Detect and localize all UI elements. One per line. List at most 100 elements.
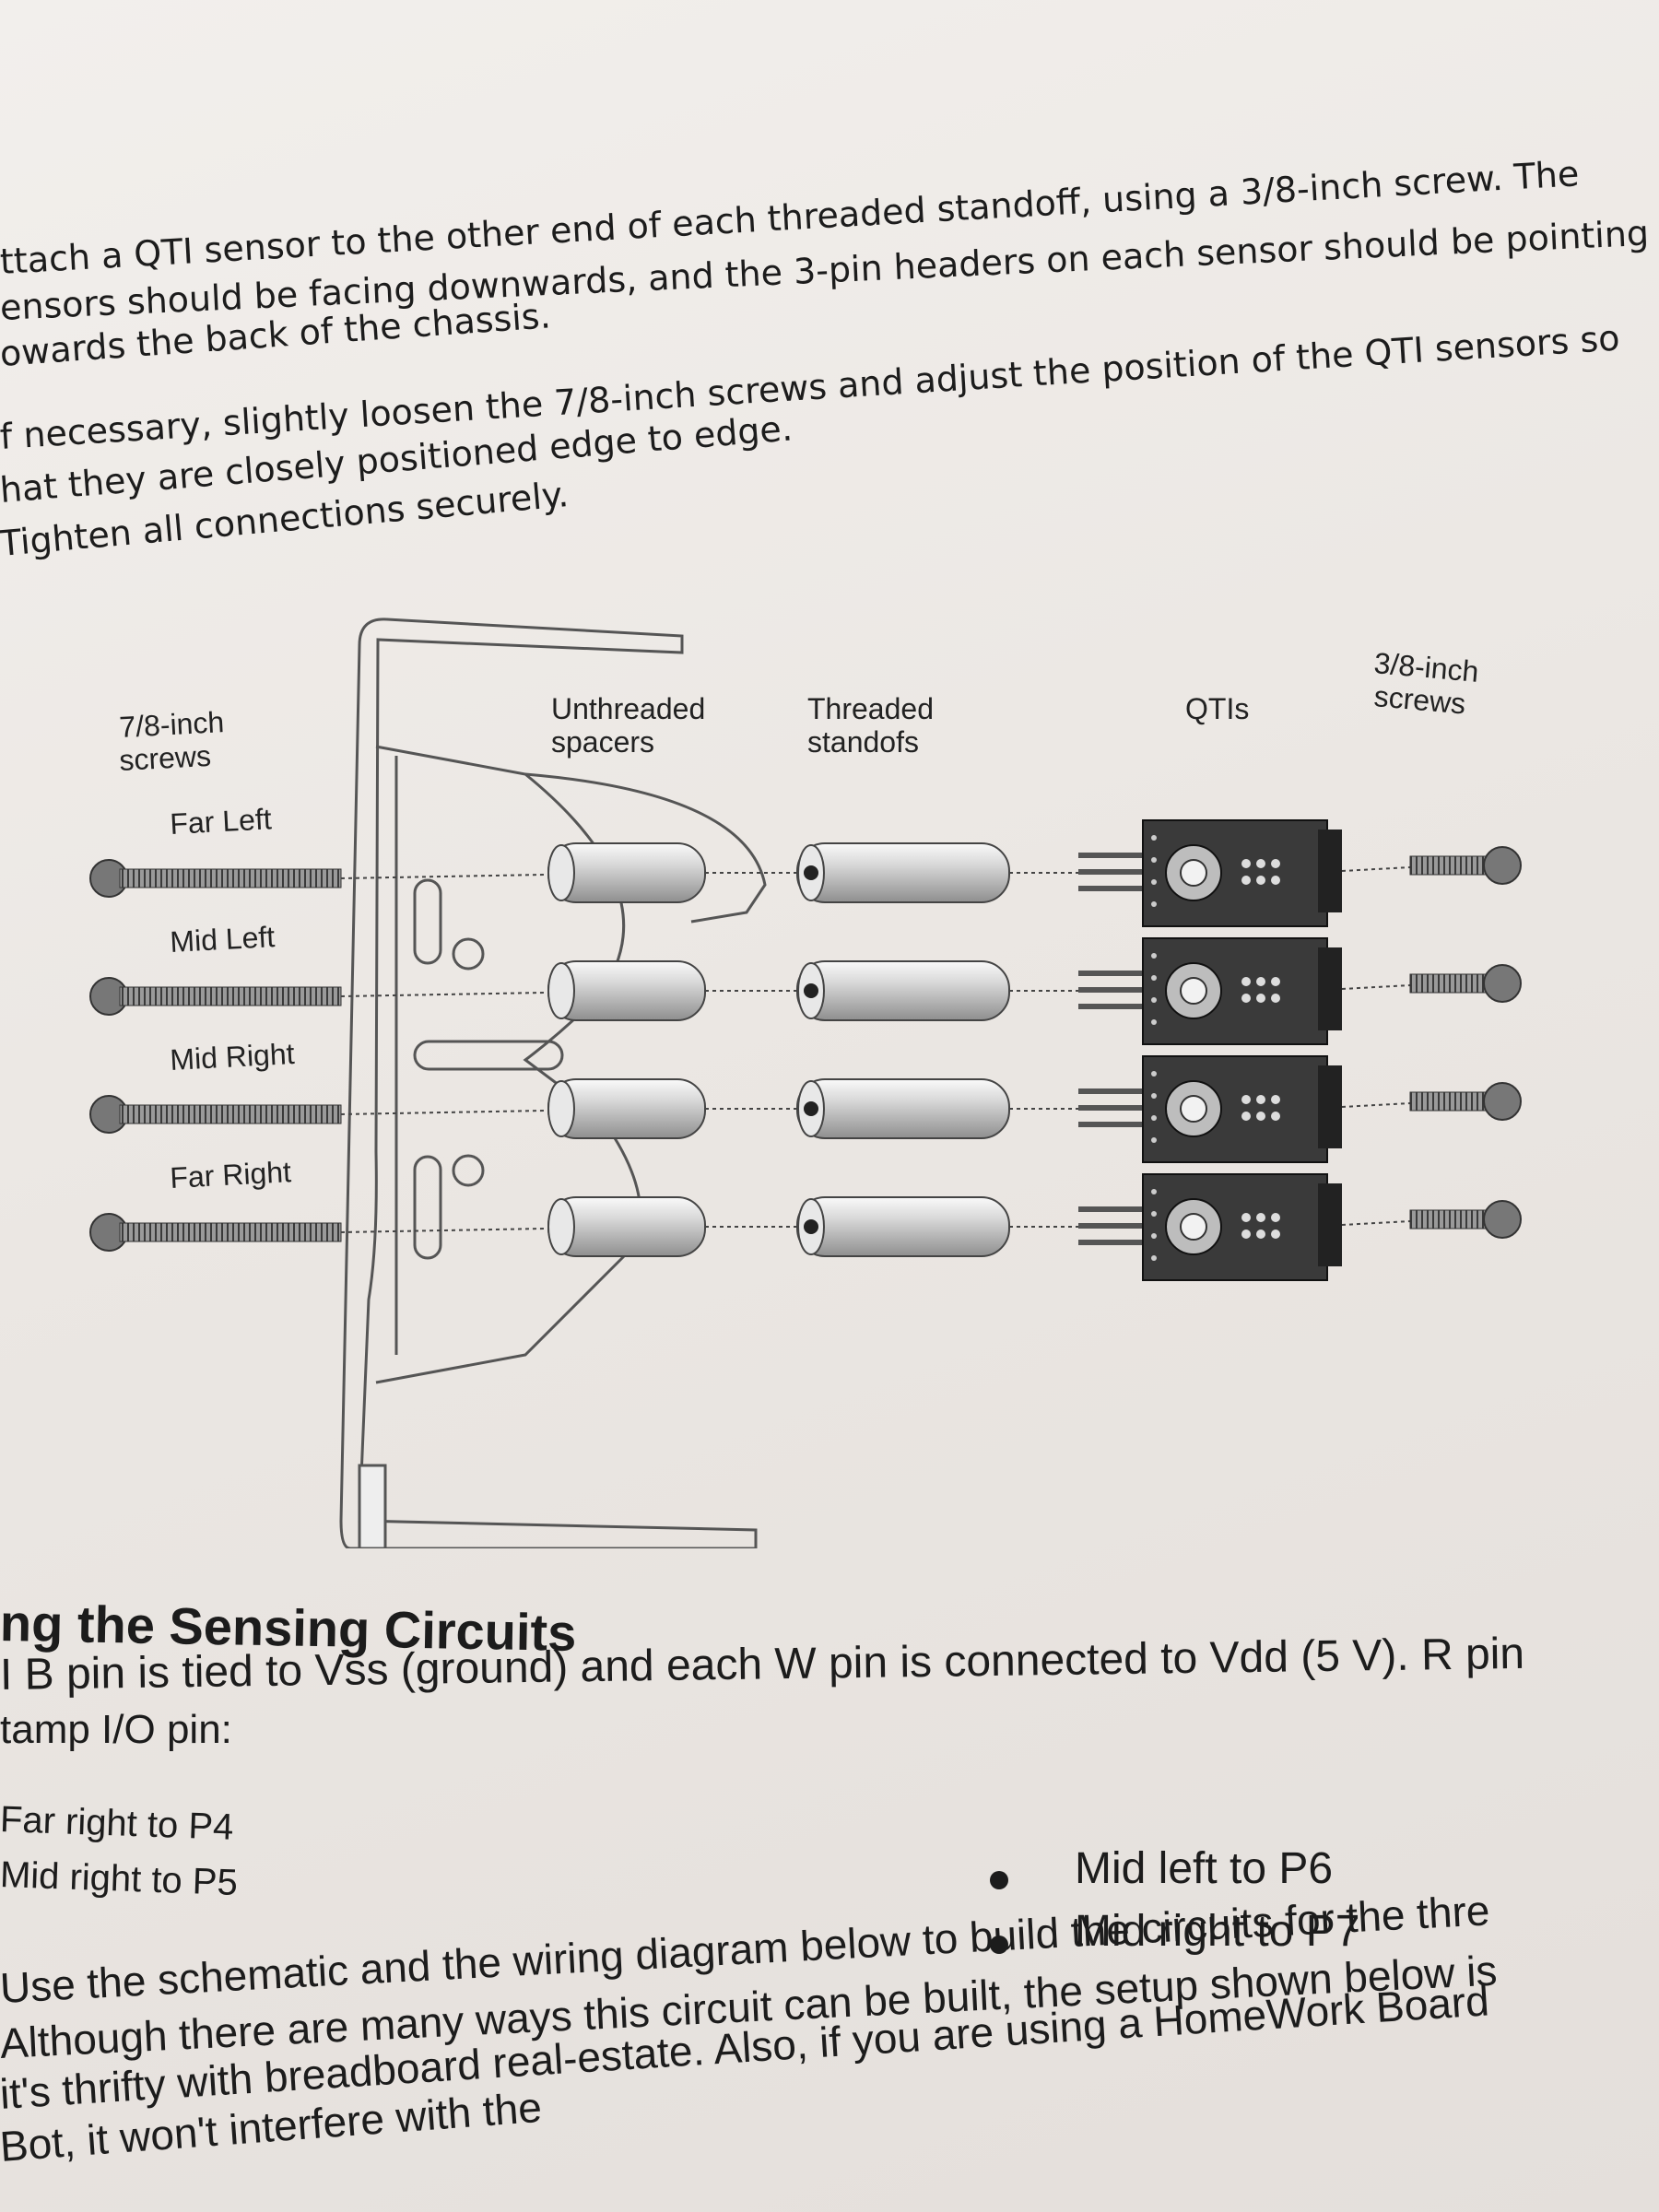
threaded-standoff [796, 842, 1010, 903]
row-far-right: Far Right [89, 1155, 1522, 1281]
header-pin [1078, 1105, 1143, 1111]
row-label-mid-right: Mid Right [169, 1037, 295, 1077]
pin-left-2: Mid right to P5 [0, 1854, 239, 1903]
row-mid-left: Mid Left [89, 920, 1522, 1045]
qti-sensor-center [1180, 859, 1207, 887]
qti-pad [1151, 1093, 1157, 1099]
short-screw-shaft [1409, 855, 1494, 876]
qti-component [1271, 1095, 1280, 1104]
qti-component [1271, 1230, 1280, 1239]
label-78-screws-2: screws [118, 739, 211, 777]
header-pin [1078, 1088, 1143, 1094]
qti-pad [1151, 1115, 1157, 1121]
qti-sensor-center [1180, 1095, 1207, 1123]
label-qtis: QTIs [1185, 692, 1249, 725]
header-pin [1078, 1004, 1143, 1009]
label-spacers-1: Unthreaded [551, 692, 705, 725]
qti-pad [1151, 975, 1157, 981]
label-spacers-2: spacers [551, 725, 654, 759]
long-screw-shaft [119, 986, 342, 1006]
pin-right-2: Mid right to P7 [1075, 1907, 1360, 1956]
qti-component [1271, 1112, 1280, 1121]
qti-component [1271, 977, 1280, 986]
qti-pad [1151, 1071, 1157, 1077]
standoff-hole [804, 865, 818, 880]
spacer-end [547, 1080, 575, 1137]
guide-line [340, 1228, 545, 1233]
bullet-dot-2 [990, 1936, 1008, 1954]
qti-component [1256, 1095, 1265, 1104]
header-pin [1078, 987, 1143, 993]
short-screw-head [1483, 964, 1522, 1003]
qti-component [1241, 876, 1251, 885]
guide-line [1341, 1220, 1411, 1226]
qti-component [1256, 1230, 1265, 1239]
qti-component [1271, 994, 1280, 1003]
threaded-standoff [796, 1196, 1010, 1257]
label-38-screws-2: screws [1372, 679, 1466, 721]
guide-line [1341, 866, 1411, 872]
qti-pad [1151, 997, 1157, 1003]
guide-line [340, 992, 545, 997]
header-pin [1078, 869, 1143, 875]
short-screw-head [1483, 846, 1522, 885]
row-label-far-right: Far Right [169, 1155, 291, 1194]
guide-line [340, 874, 545, 879]
qti-pad [1151, 1137, 1157, 1143]
row-mid-right: Mid Right [89, 1037, 1522, 1163]
pin-left-1: Far right to P4 [0, 1799, 235, 1848]
qti-connector [1318, 1183, 1342, 1266]
qti-connector [1318, 830, 1342, 912]
qti-connector [1318, 1065, 1342, 1148]
qti-component [1241, 994, 1251, 1003]
section-paragraph-2: tamp I/O pin: [0, 1707, 232, 1752]
qti-pad [1151, 1019, 1157, 1025]
guide-line [1341, 984, 1411, 990]
spacer-end [547, 844, 575, 901]
qti-pad [1151, 835, 1157, 841]
qti-component [1256, 994, 1265, 1003]
qti-pad [1151, 1211, 1157, 1217]
qti-component [1256, 977, 1265, 986]
long-screw-shaft [119, 1104, 342, 1124]
qti-pad [1151, 901, 1157, 907]
long-screw-shaft [119, 868, 342, 888]
long-screw-shaft [119, 1222, 342, 1242]
guide-line [1341, 1102, 1411, 1108]
qti-pad [1151, 1255, 1157, 1261]
bullet-dot-1 [990, 1871, 1008, 1889]
standoff-hole [804, 1101, 818, 1116]
qti-component [1241, 1230, 1251, 1239]
qti-sensor-center [1180, 1213, 1207, 1241]
qti-component [1271, 1213, 1280, 1222]
row-label-far-left: Far Left [169, 802, 272, 841]
standoff-hole [804, 1219, 818, 1234]
qti-pad [1151, 1233, 1157, 1239]
threaded-standoff [796, 960, 1010, 1021]
short-screw-shaft [1409, 1209, 1494, 1230]
label-78-screws-1: 7/8-inch [118, 705, 225, 744]
short-screw-head [1483, 1200, 1522, 1239]
qti-pad [1151, 879, 1157, 885]
qti-component [1271, 859, 1280, 868]
qti-pad [1151, 953, 1157, 959]
header-pin [1078, 853, 1143, 858]
header-pin [1078, 1206, 1143, 1212]
standoff-hole [804, 983, 818, 998]
row-label-mid-left: Mid Left [169, 920, 276, 959]
qti-component [1256, 1112, 1265, 1121]
chassis-bracket [339, 618, 767, 1548]
guide-line [340, 1110, 545, 1115]
short-screw-shaft [1409, 973, 1494, 994]
short-screw-head [1483, 1082, 1522, 1121]
qti-component [1241, 859, 1251, 868]
row-far-left: Far Left [89, 802, 1522, 927]
qti-connector [1318, 947, 1342, 1030]
qti-component [1256, 876, 1265, 885]
qti-pad [1151, 857, 1157, 863]
qti-component [1256, 1213, 1265, 1222]
header-pin [1078, 886, 1143, 891]
header-pin [1078, 971, 1143, 976]
qti-sensor-center [1180, 977, 1207, 1005]
threaded-standoff [796, 1078, 1010, 1139]
